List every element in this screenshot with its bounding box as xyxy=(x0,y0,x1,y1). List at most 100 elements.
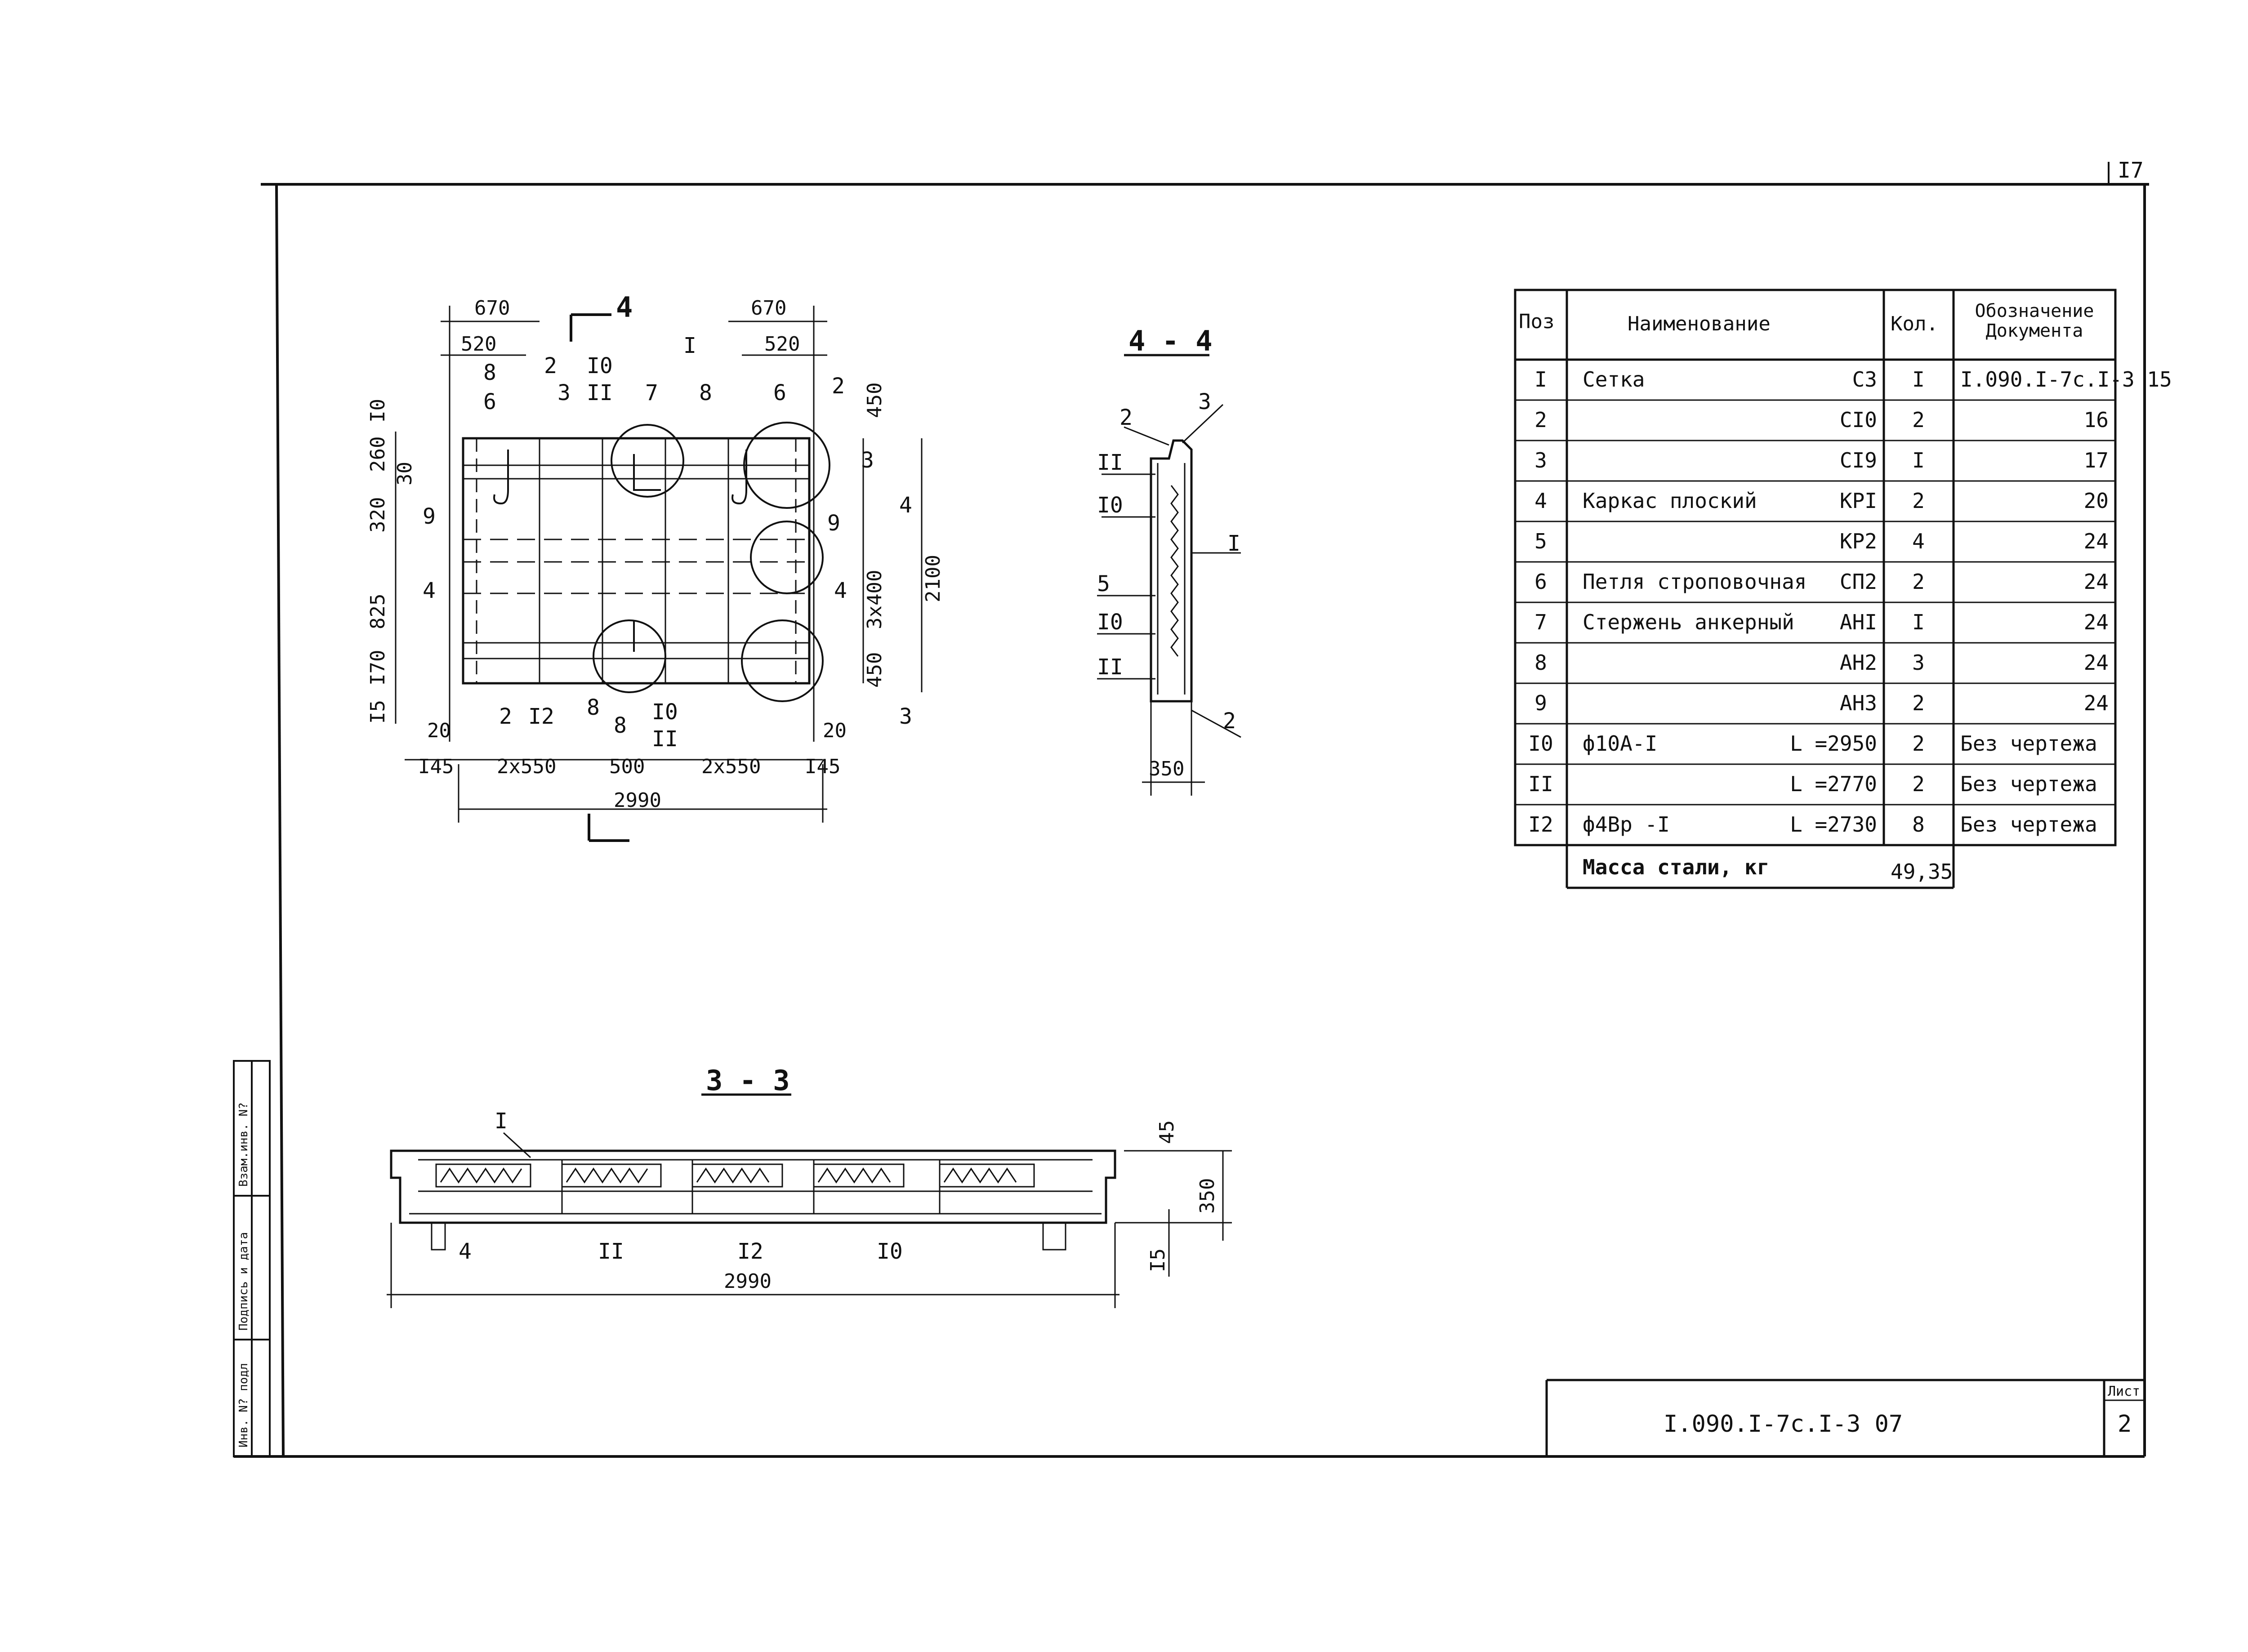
spec-cell-mark: L =2770 xyxy=(1790,772,1877,796)
plan-dim-left-1: I0 xyxy=(366,399,389,423)
plan-dim-left-3: 30 xyxy=(393,462,416,485)
spec-cell-doc: 16 xyxy=(2084,408,2109,432)
spec-cell-name: ф4Вр -I xyxy=(1583,812,1670,837)
plan-mark-7: 7 xyxy=(645,380,658,405)
plan-dim-top-2: 520 xyxy=(461,333,496,356)
spec-cell-doc: 20 xyxy=(2084,489,2109,513)
spec-cell-pos: I xyxy=(1534,367,1547,392)
spec-cell-mark: КРI xyxy=(1840,489,1877,513)
spec-cell-pos: I0 xyxy=(1528,731,1553,756)
spec-cell-qty: 8 xyxy=(1912,812,1925,837)
spec-cell-doc: Без чертежа xyxy=(1960,772,2097,796)
spec-cell-doc: 24 xyxy=(2084,650,2109,675)
plan-mark-3-top: 3 xyxy=(558,380,571,405)
page-number: I7 xyxy=(2118,158,2144,183)
spec-cell-doc: I.090.I-7с.I-3 15 xyxy=(1960,367,2172,392)
side-stamp xyxy=(233,1060,271,1457)
spec-cell-mark: СI9 xyxy=(1840,448,1877,472)
section-4-4-width: 350 xyxy=(1149,757,1184,780)
spec-cell-mark: АН2 xyxy=(1840,650,1877,675)
plan-mark-2-right: 2 xyxy=(832,374,845,399)
plan-mark-3-bottom: 3 xyxy=(899,704,912,729)
spec-table-row-lines xyxy=(1515,399,2115,806)
plan-section-mark: 4 xyxy=(616,291,633,324)
section-4-4-mark-3: 3 xyxy=(1198,389,1211,414)
section-3-3-length: 2990 xyxy=(724,1270,772,1293)
spec-cell-mark: СП2 xyxy=(1840,570,1877,594)
plan-dim-bottom-5: I45 xyxy=(805,755,840,778)
spec-cell-doc: 24 xyxy=(2084,691,2109,715)
plan-mark-10-bottom: I0 xyxy=(652,699,678,725)
spec-cell-doc: 24 xyxy=(2084,570,2109,594)
plan-outline xyxy=(462,437,811,685)
plan-mark-8-bottom-1: 8 xyxy=(587,695,600,720)
spec-cell-pos: 3 xyxy=(1534,448,1547,472)
plan-mark-11-bottom: II xyxy=(652,726,678,752)
plan-mark-8-left: 8 xyxy=(483,360,496,385)
section-3-3-dim-15: I5 xyxy=(1146,1248,1169,1272)
section-4-4-mark-11-top: II xyxy=(1097,450,1123,475)
plan-mark-2-bottom: 2 xyxy=(499,704,512,729)
plan-view: 4 670 520 670 520 I45 2x550 500 2x550 I4… xyxy=(366,291,945,842)
spec-cell-name: Стержень анкерный xyxy=(1583,610,1794,634)
plan-mark-8-right: 8 xyxy=(699,380,712,405)
spec-cell-name: ф10А-I xyxy=(1583,731,1657,756)
section-4-4-mark-10-top: I0 xyxy=(1097,493,1123,518)
plan-mark-4-right: 4 xyxy=(834,578,847,603)
section-4-4-mark-2-bottom: 2 xyxy=(1223,708,1236,734)
plan-mark-10-top: I0 xyxy=(587,353,613,378)
spec-cell-pos: 4 xyxy=(1534,489,1547,513)
spec-cell-qty: 2 xyxy=(1912,772,1925,796)
spec-mass-value: 49,35 xyxy=(1891,859,1953,884)
section-3-3-mark-10: I0 xyxy=(877,1239,903,1264)
plan-dim-right-3: 450 xyxy=(863,652,886,688)
spec-cell-qty: 2 xyxy=(1912,489,1925,513)
spec-cell-qty: 4 xyxy=(1912,529,1925,553)
plan-mark-9-right: 9 xyxy=(827,511,840,536)
plan-dim-right-2: 3x400 xyxy=(863,570,886,629)
section-4-4-mark-1: I xyxy=(1227,531,1240,556)
stamp-field-3: Взам.инв. N? xyxy=(237,1102,250,1187)
spec-cell-name: Каркас плоский xyxy=(1583,489,1757,513)
plan-dim-left-6: I70 xyxy=(366,650,389,686)
section-4-4-title: 4 - 4 xyxy=(1128,325,1213,357)
spec-cell-mark: L =2950 xyxy=(1790,731,1877,756)
spec-cell-doc: Без чертежа xyxy=(1960,731,2097,756)
spec-header-doc: Обозначение Документа xyxy=(1975,301,2094,341)
sheet-label: Лист xyxy=(2108,1384,2140,1399)
section-3-3-mark-4: 4 xyxy=(459,1239,472,1264)
plan-dim-bottom-3: 500 xyxy=(609,755,645,778)
spec-cell-doc: Без чертежа xyxy=(1960,812,2097,837)
plan-dim-top-3: 670 xyxy=(751,297,786,320)
title-block xyxy=(1545,1379,2145,1456)
plan-overall-width: 2990 xyxy=(614,789,661,812)
section-3-3-title: 3 - 3 xyxy=(706,1064,790,1097)
spec-cell-mark: С3 xyxy=(1852,367,1877,392)
spec-cell-doc: 24 xyxy=(2084,529,2109,553)
spec-cell-qty: I xyxy=(1912,610,1925,634)
plan-dimension-lines xyxy=(395,306,923,842)
plan-dim-top-4: 520 xyxy=(764,333,800,356)
plan-mark-8-bottom-2: 8 xyxy=(614,713,627,738)
spec-cell-name: Петля строповочная xyxy=(1583,570,1807,594)
plan-dim-20-right: 20 xyxy=(823,719,847,742)
spec-cell-qty: 2 xyxy=(1912,691,1925,715)
section-4-4-mark-10-bottom: I0 xyxy=(1097,610,1123,635)
section-3-3-dim-top: 45 xyxy=(1155,1120,1178,1144)
spec-cell-pos: II xyxy=(1528,772,1553,796)
plan-mark-4-left: 4 xyxy=(423,578,436,603)
plan-dim-left-2: 260 xyxy=(366,436,389,472)
plan-dim-right-1: 450 xyxy=(863,383,886,418)
spec-cell-doc: 17 xyxy=(2084,448,2109,472)
plan-dim-top-1: 670 xyxy=(474,297,510,320)
plan-dim-left-7: I5 xyxy=(366,700,389,724)
spec-cell-pos: 2 xyxy=(1534,408,1547,432)
spec-cell-qty: I xyxy=(1912,448,1925,472)
spec-cell-pos: 8 xyxy=(1534,650,1547,675)
plan-mark-6-right: 6 xyxy=(773,380,786,405)
plan-dim-left-5: 825 xyxy=(366,594,389,629)
spec-header-pos: Поз xyxy=(1519,310,1554,333)
plan-mark-6-left: 6 xyxy=(483,389,496,414)
